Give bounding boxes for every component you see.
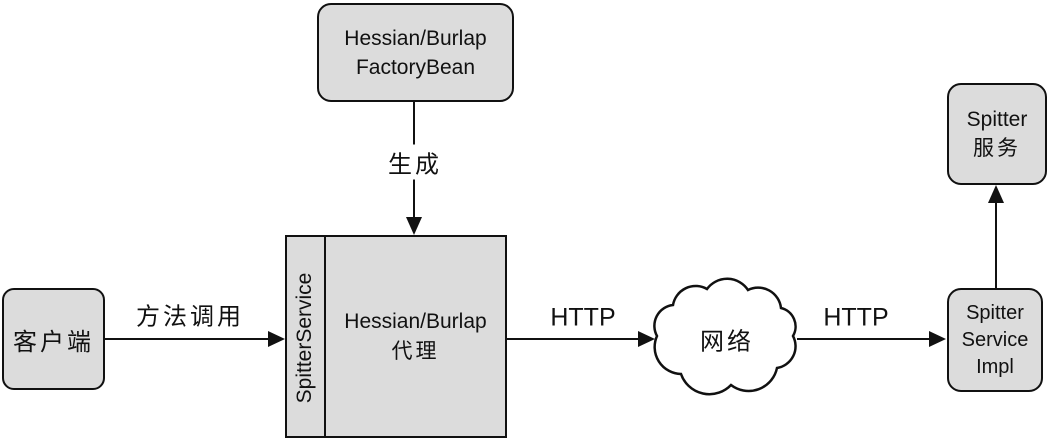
service-impl-label-line2: Service: [961, 328, 1029, 351]
http-right-arrowhead: [929, 331, 946, 347]
factory-bean-label-line1: Hessian/Burlap: [344, 26, 487, 50]
impl-to-service-arrowhead: [988, 185, 1004, 203]
client-box: 客户端: [2, 288, 105, 390]
method-call-arrow-label: 方法调用: [133, 296, 247, 332]
client-label: 客户端: [13, 328, 94, 356]
service-impl-label-line1: Spitter: [966, 301, 1024, 324]
proxy-label-line1: Hessian/Burlap: [344, 309, 487, 333]
network-cloud-shape: [653, 277, 797, 396]
factory-bean-label-line2: FactoryBean: [355, 55, 476, 79]
http-left-arrow-label: HTTP: [547, 303, 619, 333]
service-impl-label-line3: Impl: [976, 355, 1014, 378]
spitter-service-box: Spitter 服务: [947, 83, 1047, 185]
network-cloud-label: 网络: [700, 328, 754, 356]
spitter-service-label-line1: Spitter: [966, 108, 1028, 131]
proxy-label-line2: 代理: [391, 339, 440, 363]
generate-arrowhead: [406, 217, 422, 235]
factory-bean-box: Hessian/Burlap FactoryBean: [317, 3, 514, 102]
method-call-arrowhead: [268, 331, 285, 347]
service-impl-box: Spitter Service Impl: [947, 288, 1043, 392]
http-left-arrowhead: [638, 331, 655, 347]
spitter-service-label-line2: 服务: [973, 137, 1021, 160]
proxy-box: SpitterService Hessian/Burlap 代理: [285, 235, 507, 438]
proxy-interface-strip: SpitterService: [287, 237, 326, 436]
http-right-arrow-label: HTTP: [820, 303, 892, 333]
proxy-interface-label: SpitterService: [293, 272, 316, 404]
proxy-main-area: Hessian/Burlap 代理: [326, 237, 505, 436]
generate-arrow-label: 生成: [385, 144, 445, 180]
